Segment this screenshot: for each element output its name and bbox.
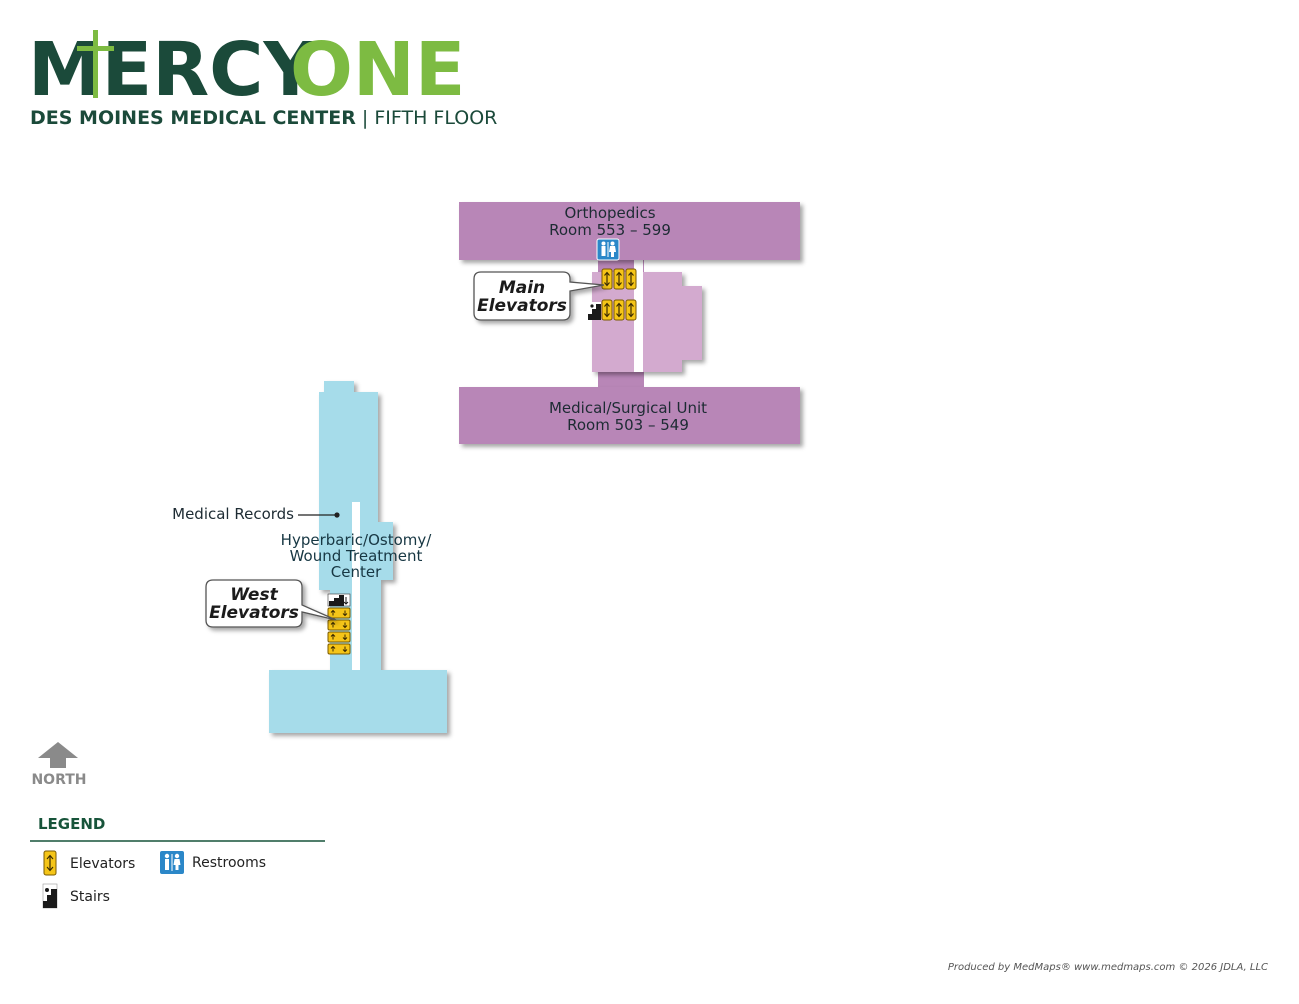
legend-title: LEGEND (38, 815, 105, 833)
footer-credit: Produced by MedMaps® www.medmaps.com © 2… (948, 962, 1268, 973)
east-annex (592, 272, 702, 372)
hyperbaric-label-line1: Hyperbaric/Ostomy/ (281, 531, 433, 549)
legend-stairs-label: Stairs (70, 889, 110, 905)
west-elevators-line1: West (230, 585, 278, 605)
west-elevators-line2: Elevators (209, 603, 299, 623)
orthopedics-label: Orthopedics (564, 204, 655, 222)
west-elevators-callout: West Elevators (205, 579, 337, 628)
main-elevators-line1: Main (499, 278, 545, 298)
medsurg-wing (459, 387, 800, 444)
legend: LEGEND Elevators Restrooms Stairs (30, 815, 325, 909)
legend-elevator-icon (43, 850, 57, 876)
legend-elevators-label: Elevators (70, 856, 135, 872)
logo: MERCY ONE DES MOINES MEDICAL CENTER | FI… (28, 27, 497, 129)
north-arrow: NORTH (31, 742, 87, 788)
hyperbaric-label-line2: Wound Treatment (290, 547, 423, 565)
east-building: Orthopedics Room 553 – 599 Medical/Surgi… (459, 202, 800, 444)
orthopedics-rooms: Room 553 – 599 (549, 221, 671, 239)
legend-stairs-icon (42, 883, 58, 909)
west-building: Medical Records Hyperbaric/Ostomy/ Wound… (172, 381, 447, 733)
cross-icon (77, 30, 114, 98)
medsurg-label: Medical/Surgical Unit (549, 399, 707, 417)
legend-restrooms-label: Restrooms (192, 855, 266, 871)
subtitle-separator: | (356, 107, 374, 129)
medical-records-label: Medical Records (172, 505, 294, 523)
brand-second: ONE (290, 27, 465, 113)
west-stairs-icon (327, 593, 351, 607)
subtitle: DES MOINES MEDICAL CENTER | FIFTH FLOOR (30, 107, 497, 129)
orthopedics-wing (459, 202, 800, 260)
main-elevators-line2: Elevators (477, 296, 567, 316)
north-arrow-icon (38, 742, 78, 768)
subtitle-center: DES MOINES MEDICAL CENTER (30, 107, 356, 129)
main-elevators-callout: Main Elevators (473, 271, 605, 321)
subtitle-floor: FIFTH FLOOR (374, 107, 497, 129)
legend-restroom-icon (160, 851, 184, 874)
hyperbaric-label-line3: Center (331, 563, 382, 581)
brand-first: MERCY (28, 27, 318, 113)
restroom-icon (596, 238, 620, 261)
medsurg-rooms: Room 503 – 549 (567, 416, 689, 434)
main-stairs-icon (588, 302, 601, 320)
west-corridor (352, 502, 360, 670)
east-corridor (634, 260, 643, 372)
north-label: NORTH (31, 772, 86, 788)
medical-records-marker (334, 512, 340, 518)
